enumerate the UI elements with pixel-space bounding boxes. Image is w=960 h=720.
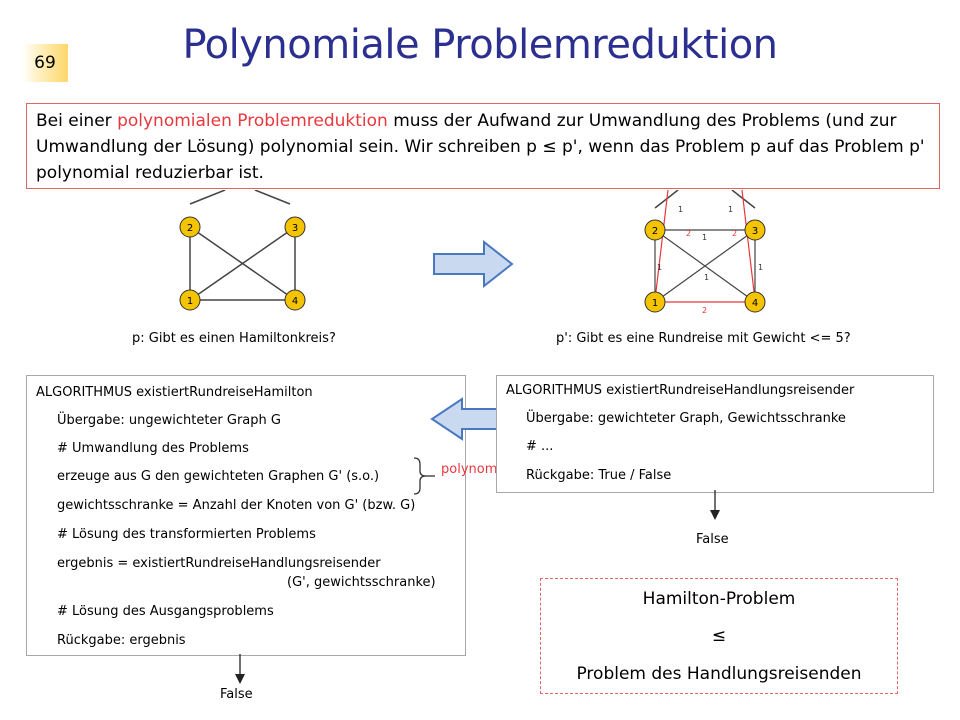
graph-edge-red [741,190,756,301]
edge-weight: 1 [728,205,733,214]
transform-arrow-icon [433,240,514,288]
summary-line-leq: ≤ [711,626,727,646]
algo-line: Übergabe: gewichteter Graph, Gewichtssch… [526,411,846,426]
algo-line: (G', gewichtsschranke) [287,575,436,590]
slide-number: 69 [22,44,68,82]
algo-line: Rückgabe: True / False [526,468,672,483]
graph-node: 1 [644,291,666,313]
algo-line: # Lösung des Ausgangsproblems [57,604,274,619]
edge-weight: 1 [678,205,683,214]
graph-edge [189,226,296,301]
edge-weight: 2 [686,229,691,238]
graph-node: 3 [284,216,306,238]
graph-edge-red [654,190,669,301]
edge-weight: 1 [702,233,707,242]
hamilton-graph: 2 3 1 4 [179,190,306,311]
edge-weight: 2 [732,229,737,238]
intro-highlight: polynomialen Problemreduktion [117,111,388,131]
svg-text:2: 2 [652,226,658,237]
graph-node: 2 [179,216,201,238]
graph-edge [189,190,226,205]
graph-edge [654,229,756,303]
algo-line: Rückgabe: ergebnis [57,633,186,648]
algo-line: # Lösung des transformierten Problems [57,527,316,542]
algorithm-box-hamilton [26,375,466,656]
graph-node: 1 [179,289,201,311]
algo-line: # Umwandlung des Problems [57,441,249,456]
edge-weight: 1 [758,263,763,272]
edge-weight: 2 [702,306,707,315]
output-arrow-icon [710,490,720,520]
svg-text:1: 1 [187,296,193,307]
summary-line-tsp: Problem des Handlungsreisenden [576,664,862,684]
svg-text:2: 2 [187,223,193,234]
summary-box [540,578,898,694]
algo-line: gewichtsschranke = Anzahl der Knoten von… [57,498,416,513]
polynomial-label: polynomial [441,462,513,477]
graph-node: 4 [744,291,766,313]
algo-line: # ... [526,439,554,454]
algo-line: ALGORITHMUS existiertRundreiseHandlungsr… [506,383,855,398]
output-arrow-icon [235,654,245,684]
intro-part1: Bei einer [36,111,118,131]
intro-part2: muss der Aufwand zur Umwandlung des Prob… [36,111,925,183]
algo-line: ergebnis = existiertRundreiseHandlungsre… [57,556,381,571]
tsp-output: False [696,532,729,547]
svg-text:4: 4 [292,296,298,307]
edge-weight: 1 [704,273,709,282]
svg-text:1: 1 [652,298,658,309]
right-graph-caption: p': Gibt es eine Rundreise mit Gewicht <… [556,331,851,346]
graph-node: 3 [744,219,766,241]
algo-line: Übergabe: ungewichteter Graph G [57,413,281,428]
edge-weight: 1 [657,263,662,272]
algo-line: erzeuge aus G den gewichteten Graphen G'… [57,469,380,484]
weighted-graph: 1 1 2 2 1 1 1 1 2 2 3 1 4 [644,190,766,315]
svg-text:3: 3 [292,223,298,234]
slide-title: Polynomiale Problemreduktion [182,22,778,68]
svg-text:4: 4 [752,298,758,309]
algorithm-box-tsp [496,375,934,493]
summary-line-hamilton: Hamilton-Problem [642,589,796,609]
graph-node: 4 [284,289,306,311]
intro-text: Bei einer polynomialen Problemreduktion … [36,108,934,186]
hamilton-output: False [220,687,253,702]
algo-line: ALGORITHMUS existiertRundreiseHamilton [36,385,313,400]
left-graph-caption: p: Gibt es einen Hamiltonkreis? [132,331,336,346]
brace-icon [413,457,435,495]
graph-node: 2 [644,219,666,241]
svg-text:3: 3 [752,226,758,237]
graph-edge [254,190,291,205]
intro-box [26,103,940,189]
